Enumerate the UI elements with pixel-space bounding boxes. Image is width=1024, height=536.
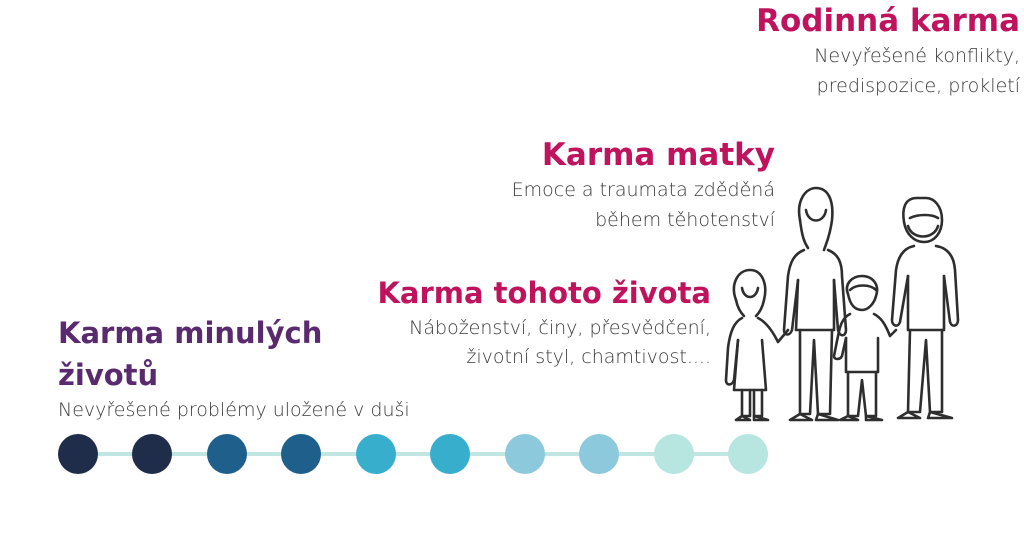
timeline	[58, 432, 768, 476]
father-figure	[890, 196, 960, 420]
family-karma-desc-line: Nevyřešené konflikty,	[814, 45, 1020, 68]
this-life-karma-description: Náboženství, činy, přesvědčení, životní …	[377, 314, 711, 373]
timeline-dot	[281, 434, 322, 474]
timeline-line	[58, 452, 768, 456]
family-karma-title: Rodinná karma	[756, 3, 1020, 39]
past-lives-title-line: Karma minulých	[58, 316, 323, 350]
timeline-dot	[579, 434, 620, 474]
family-illustration	[724, 186, 960, 422]
mother-figure	[782, 186, 848, 422]
past-lives-karma-title: Karma minulých životů	[58, 312, 410, 396]
mother-karma-desc-line: Emoce a traumata zděděná	[511, 179, 775, 202]
timeline-dot	[728, 434, 768, 474]
this-life-karma-title: Karma tohoto života	[377, 276, 711, 310]
this-life-karma-desc-line: Náboženství, činy, přesvědčení,	[409, 316, 711, 339]
past-lives-title-line: životů	[58, 358, 159, 393]
family-karma-block: Rodinná karma Nevyřešené konflikty, pred…	[756, 4, 1020, 101]
mother-karma-description: Emoce a traumata zděděná během těhotenst…	[512, 176, 775, 235]
timeline-dot	[504, 434, 545, 474]
timeline-dot	[132, 434, 173, 474]
timeline-dot	[653, 434, 694, 474]
past-lives-karma-description: Nevyřešené problémy uložené v duši	[58, 399, 410, 422]
family-karma-description: Nevyřešené konflikty, predispozice, prok…	[756, 42, 1020, 101]
timeline-dot	[355, 434, 396, 474]
timeline-dot	[206, 434, 247, 474]
past-lives-karma-block: Karma minulých životů Nevyřešené problém…	[58, 312, 410, 426]
family-karma-desc-line: predispozice, prokletí	[816, 74, 1020, 97]
mother-karma-desc-line: během těhotenství	[595, 208, 775, 231]
mother-karma-title: Karma matky	[541, 137, 775, 173]
mother-karma-block: Karma matky Emoce a traumata zděděná běh…	[512, 138, 775, 235]
timeline-dot	[430, 434, 471, 474]
boy-figure	[832, 274, 898, 422]
timeline-dot	[58, 434, 98, 474]
this-life-karma-block: Karma tohoto života Náboženství, činy, p…	[377, 276, 711, 373]
this-life-karma-desc-line: životní styl, chamtivost....	[466, 346, 711, 369]
girl-figure	[724, 268, 790, 422]
